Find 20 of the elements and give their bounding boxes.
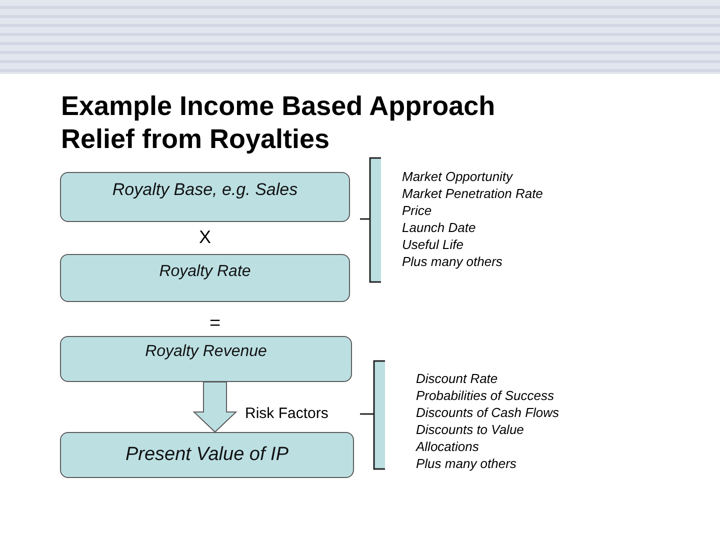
list-item: Market Penetration Rate bbox=[402, 186, 543, 202]
process-box: Royalty Base, e.g. Sales bbox=[60, 172, 350, 222]
list-item: Discounts of Cash Flows bbox=[416, 405, 560, 421]
list-item: Probabilities of Success bbox=[416, 388, 554, 404]
process-box: Royalty Revenue bbox=[60, 336, 352, 382]
list-item: Plus many others bbox=[402, 254, 502, 270]
process-box: Present Value of IP bbox=[60, 432, 354, 478]
list-item: Price bbox=[402, 203, 432, 219]
list-item: Market Opportunity bbox=[402, 169, 513, 185]
list-item: Discounts to Value bbox=[416, 422, 524, 438]
list-item: Discount Rate bbox=[416, 371, 498, 387]
operator-symbol: = bbox=[209, 313, 221, 336]
list-item: Allocations bbox=[416, 439, 479, 455]
list-item: Plus many others bbox=[416, 456, 516, 472]
slide-title: Example Income Based Approach Relief from Royalties bbox=[61, 90, 496, 156]
list-item: Useful Life bbox=[402, 237, 464, 253]
operator-symbol: X bbox=[199, 227, 211, 249]
process-box: Royalty Rate bbox=[60, 254, 350, 302]
block-arrow bbox=[192, 382, 238, 433]
list-item: Launch Date bbox=[402, 220, 476, 236]
